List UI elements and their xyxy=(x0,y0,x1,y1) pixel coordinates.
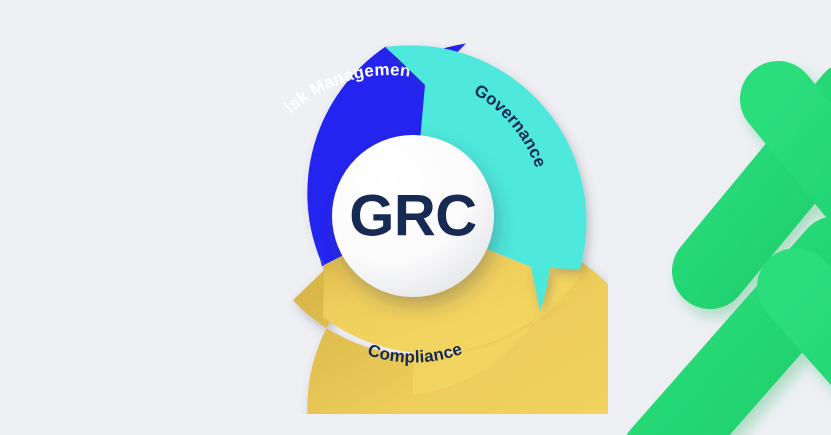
logo-stroke-lower-mirror xyxy=(757,248,831,386)
grc-center-hub[interactable]: GRC xyxy=(332,135,494,297)
logo-stroke-lower xyxy=(626,216,831,435)
center-circle xyxy=(332,135,494,297)
logo-stroke-upper xyxy=(672,67,831,309)
brand-logo-mark xyxy=(626,61,831,435)
logo-stroke-upper-mirror xyxy=(740,61,831,224)
center-label: GRC xyxy=(349,184,476,249)
grc-donut-diagram: Compliance Risk Management Governance GR… xyxy=(218,24,608,414)
compliance-wedge xyxy=(292,256,608,414)
